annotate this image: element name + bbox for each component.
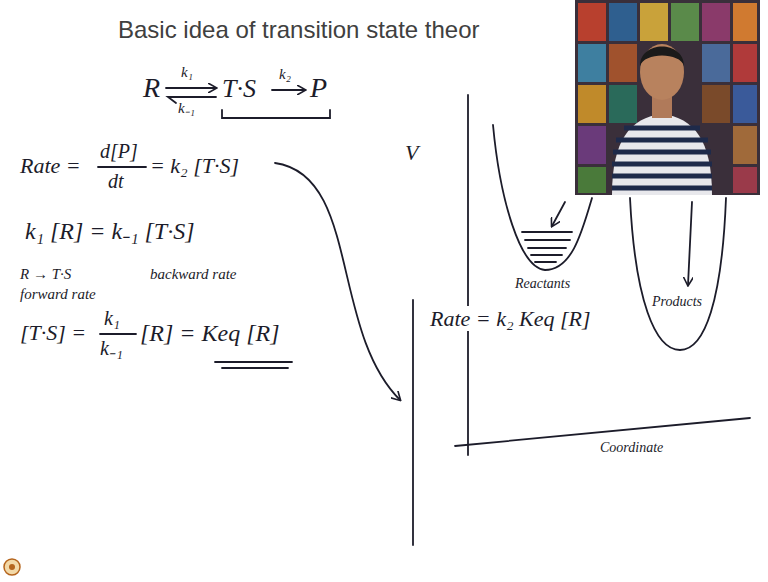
slide-title: Basic idea of transition state theor [118, 16, 480, 44]
curved-arrow [275, 163, 400, 400]
tile [578, 85, 606, 123]
equation-text: k₁ [104, 307, 120, 330]
head [640, 44, 684, 100]
note-text: forward rate [20, 286, 96, 303]
shirt [612, 114, 712, 195]
equation-text: dt [108, 170, 124, 193]
product-well [630, 198, 726, 350]
forward-arrow [272, 89, 305, 91]
logo-dot [9, 564, 15, 570]
well-label: Products [652, 294, 702, 310]
bracket [222, 110, 330, 118]
inset-ground [575, 0, 760, 195]
tile [733, 167, 757, 193]
equation-text: Rate = [20, 153, 81, 178]
axis-label: Coordinate [600, 440, 663, 456]
tile [578, 3, 606, 41]
logo-ring [4, 559, 20, 575]
divider-line [412, 300, 414, 545]
tile [733, 85, 757, 123]
note-text: R → T·S [20, 266, 71, 283]
double-underline [215, 362, 292, 368]
equation-text: = k₂ [T·S] [150, 153, 239, 178]
tile [640, 3, 668, 41]
tile [578, 126, 606, 164]
rate-constant: k₋₁ [178, 100, 195, 117]
tile [733, 44, 757, 82]
video-inset [575, 0, 760, 195]
fraction-line [100, 333, 136, 335]
tile [702, 44, 730, 82]
energy-levels [522, 232, 572, 262]
tile [671, 3, 699, 41]
equation-text: [T·S] = [20, 320, 86, 345]
well-label: Reactants [515, 276, 570, 292]
tile [609, 3, 637, 41]
shirt-stripes [612, 128, 712, 188]
species-symbol: R [143, 72, 160, 104]
axis-label: V [405, 140, 418, 165]
forward-arrow [166, 87, 216, 89]
tile [733, 126, 757, 164]
tile [578, 44, 606, 82]
equation-text: Rate = k₂ Keq [R] [428, 306, 593, 331]
species-symbol: P [310, 72, 327, 104]
pointer-arrow [688, 202, 692, 285]
y-axis [467, 95, 469, 455]
equation-text: k₁ [R] = k₋₁ [T·S] [25, 218, 195, 246]
tile [609, 44, 637, 82]
equation-text: [R] = Keq [R] [140, 320, 280, 348]
tile [609, 85, 637, 123]
hair [640, 47, 684, 67]
species-symbol: T·S [222, 74, 256, 104]
tile [702, 85, 730, 123]
rate-constant: k₂ [279, 66, 291, 83]
equation-text: d[P] [100, 140, 138, 163]
rate-constant: k₁ [181, 64, 193, 81]
equation-text: k₋₁ [100, 337, 123, 360]
tile [578, 167, 606, 193]
note-text: backward rate [150, 266, 237, 283]
fraction-line [98, 166, 146, 168]
logo [4, 559, 20, 575]
tile [702, 3, 730, 41]
tile [733, 3, 757, 41]
pointer-arrow [552, 202, 565, 226]
